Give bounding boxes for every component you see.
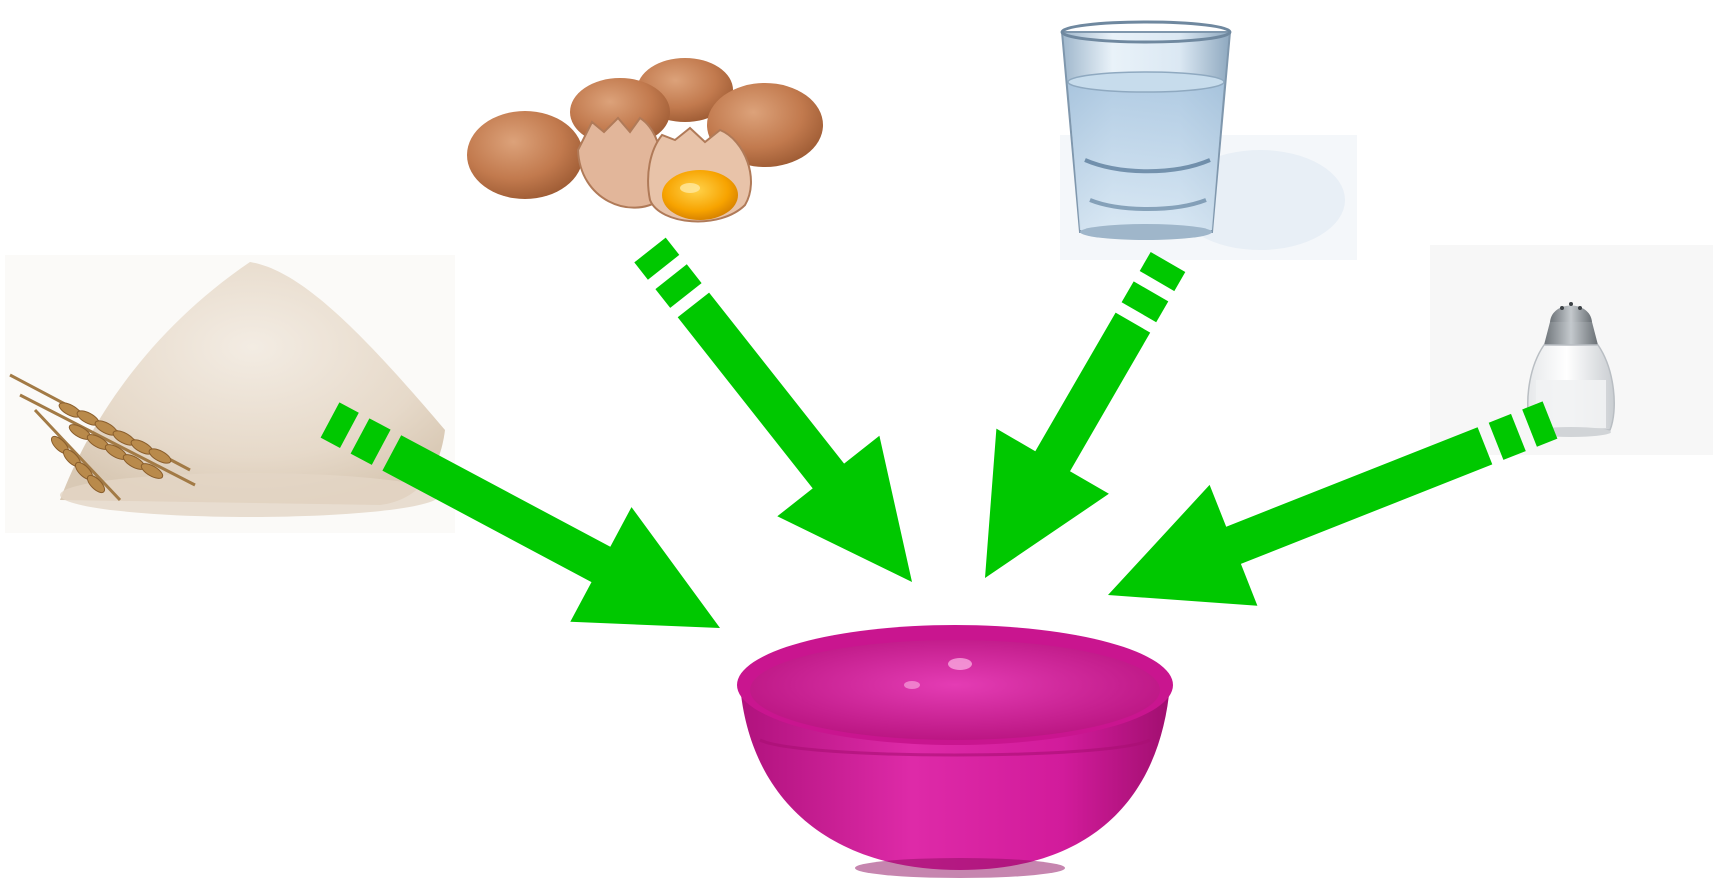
arrow-dash-2	[655, 264, 701, 308]
arrow-head-shaft	[678, 293, 912, 582]
arrow-dash-1	[634, 238, 679, 280]
arrows-layer	[321, 238, 1558, 628]
arrow-head-shaft	[1108, 427, 1492, 606]
flour-image	[5, 255, 455, 533]
arrow-head-shaft	[985, 313, 1150, 578]
arrow-eggs-to-bowl	[634, 238, 912, 582]
eggs-image	[467, 58, 823, 221]
water-glass-image	[1060, 22, 1357, 260]
arrow-dash-2	[1122, 281, 1169, 322]
salt-shaker-image	[1430, 245, 1713, 455]
arrow-water-to-bowl	[985, 252, 1185, 578]
cracked-egg-shell-icon	[578, 118, 751, 221]
mixing-bowl-image	[737, 625, 1173, 878]
